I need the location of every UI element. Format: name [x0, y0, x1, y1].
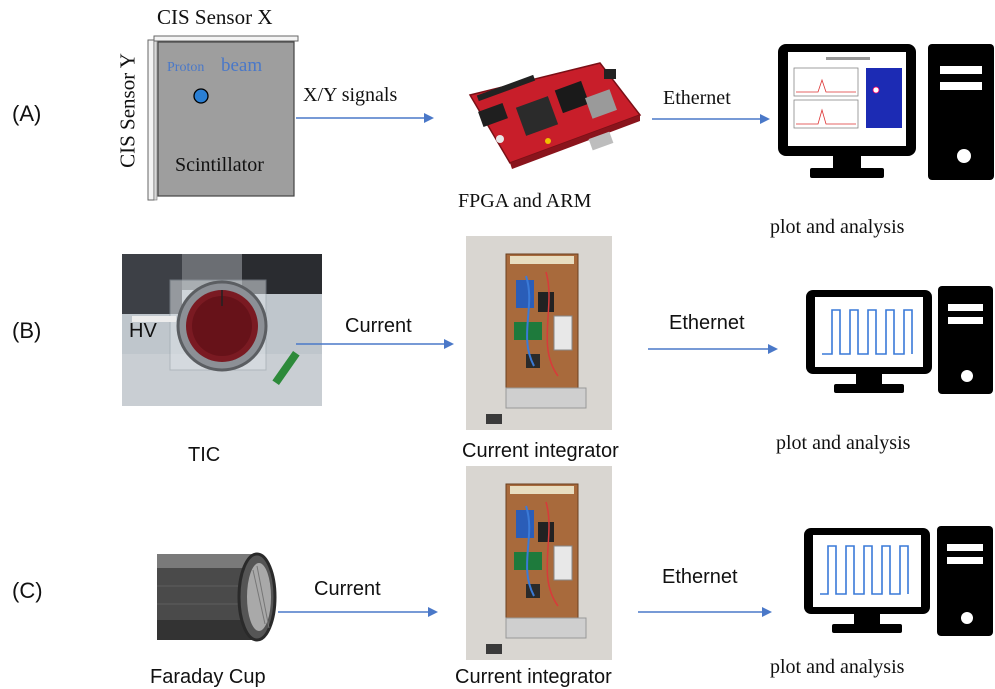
arrow-c1: [278, 604, 440, 620]
arrow-a1-label: X/Y signals: [303, 84, 398, 106]
integrator-b-caption: Current integrator: [462, 440, 619, 462]
computer-c-caption: plot and analysis: [770, 656, 905, 678]
arrow-a1: [296, 110, 436, 126]
arrow-b2-label: Ethernet: [669, 312, 745, 334]
tic-caption: TIC: [188, 444, 221, 466]
row-label-a: (A): [12, 101, 42, 126]
row-label-b: (B): [12, 318, 42, 343]
beam-spot: [193, 88, 209, 104]
fpga-board-photo: [440, 55, 645, 175]
cis-sensor-y-label: CIS Sensor Y: [115, 53, 140, 168]
monitor-icon: [806, 290, 936, 402]
beam-label: beam: [221, 55, 263, 76]
arrow-b2: [648, 341, 780, 357]
tic-photo: [122, 254, 322, 406]
monitor-icon: [778, 44, 918, 194]
arrow-b1: [296, 336, 456, 352]
computer-b-caption: plot and analysis: [776, 432, 911, 454]
row-label-c: (C): [12, 578, 43, 603]
monitor-icon: [804, 528, 934, 640]
integrator-c-caption: Current integrator: [455, 666, 612, 688]
hv-label: HV: [129, 320, 157, 342]
faraday-cup-caption: Faraday Cup: [150, 666, 266, 688]
tower-pc-icon: [928, 44, 994, 182]
scintillator-label: Scintillator: [175, 154, 264, 176]
proton-label: Proton: [167, 60, 205, 75]
faraday-cup-photo: [157, 550, 277, 644]
arrow-c2-label: Ethernet: [662, 566, 738, 588]
current-integrator-photo: [466, 236, 612, 430]
fpga-caption: FPGA and ARM: [458, 190, 592, 212]
tower-pc-icon: [937, 526, 995, 638]
arrow-b1-label: Current: [345, 315, 412, 337]
computer-a-caption: plot and analysis: [770, 216, 905, 238]
current-integrator-photo: [466, 466, 612, 660]
cis-sensor-x-label: CIS Sensor X: [157, 5, 273, 29]
arrow-a2: [652, 111, 774, 127]
tower-pc-icon: [938, 286, 994, 398]
arrow-c1-label: Current: [314, 578, 381, 600]
arrow-c2: [638, 604, 774, 620]
cis-sensor-drawing: [147, 35, 299, 201]
arrow-a2-label: Ethernet: [663, 87, 731, 109]
cis-sensor-assembly: [110, 0, 310, 205]
